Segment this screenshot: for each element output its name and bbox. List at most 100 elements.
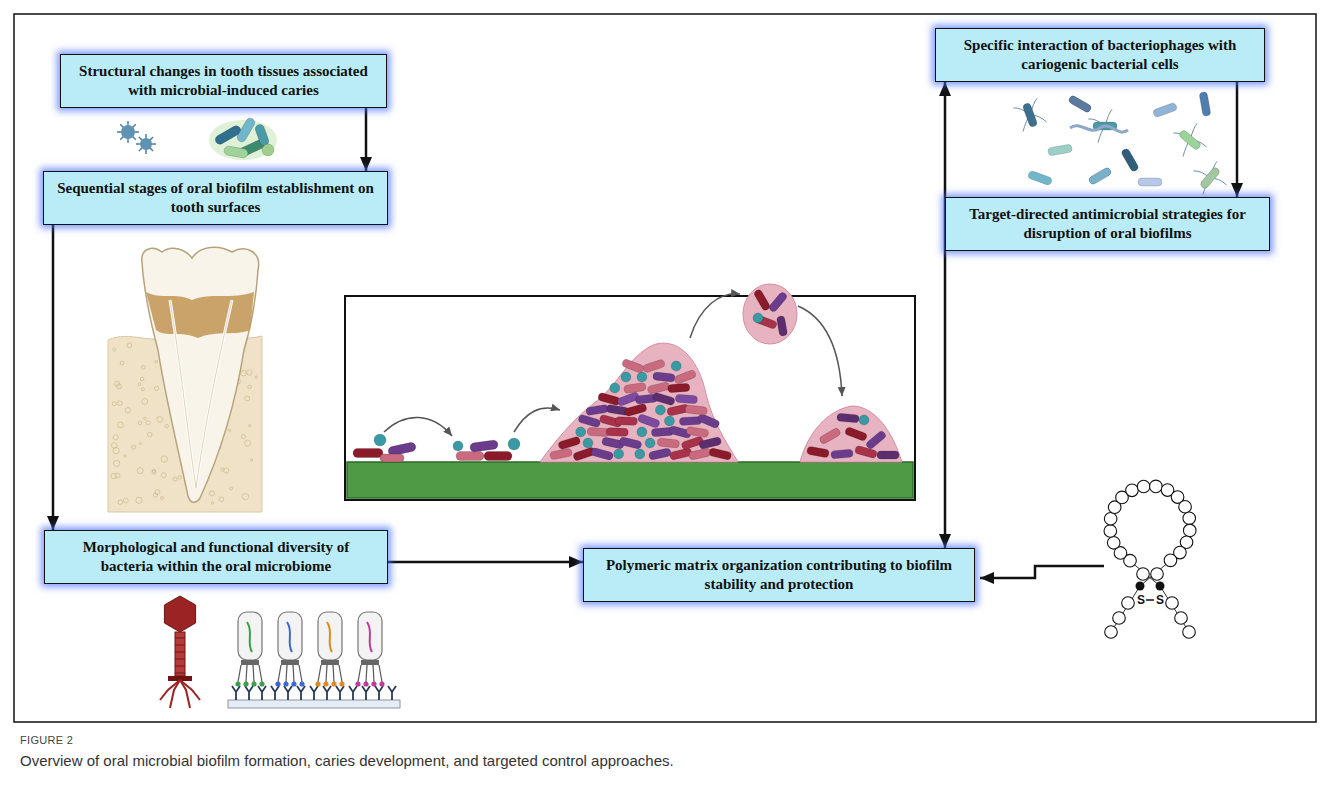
phage-receptor-binding bbox=[362, 686, 370, 700]
peptide-hairpin bbox=[1104, 525, 1117, 538]
bacterium-rod bbox=[647, 382, 670, 395]
bacterium-coccus bbox=[637, 427, 647, 437]
tooth-illustration bbox=[241, 370, 247, 376]
phage-receptor-binding bbox=[235, 681, 240, 686]
tooth-illustration bbox=[228, 429, 231, 432]
tooth-illustration bbox=[136, 497, 142, 503]
phage-receptor-binding bbox=[238, 612, 262, 660]
tooth-illustration bbox=[127, 343, 132, 348]
bacterium-coccus bbox=[637, 372, 647, 382]
bacterium-rod bbox=[624, 403, 647, 417]
flow-arrow bbox=[944, 82, 947, 548]
bacterium-rod bbox=[597, 392, 620, 406]
phage-receptor-binding bbox=[253, 665, 254, 682]
tooth-illustration bbox=[112, 402, 116, 406]
figure-number: FIGURE 2 bbox=[20, 734, 73, 746]
phage-receptor-binding bbox=[318, 665, 321, 682]
process-box: Sequential stages of oral biofilm establ… bbox=[43, 171, 388, 225]
virus-icons bbox=[117, 121, 156, 154]
phage-receptor-binding bbox=[246, 665, 247, 682]
bacterium-rod bbox=[1022, 102, 1038, 127]
tooth-illustration bbox=[178, 476, 182, 480]
phage-receptor-binding bbox=[331, 681, 336, 686]
tooth-illustration bbox=[142, 247, 259, 502]
process-box: Target-directed antimicrobial strategies… bbox=[945, 197, 1270, 251]
phage-receptor-binding bbox=[278, 665, 281, 682]
tooth-illustration bbox=[247, 370, 252, 375]
stage-arrow bbox=[798, 306, 842, 396]
tooth-illustration bbox=[157, 416, 163, 422]
bacteriophage-icon bbox=[175, 645, 185, 646]
bacterium-rod bbox=[1088, 167, 1113, 186]
cariogenic-bacteria bbox=[1013, 91, 1226, 194]
peptide-hairpin bbox=[1146, 599, 1154, 601]
tooth-illustration bbox=[117, 401, 122, 406]
peptide-hairpin bbox=[1164, 554, 1177, 567]
bacterium-rod bbox=[854, 445, 877, 458]
tooth-illustration bbox=[248, 425, 250, 427]
phage-receptor-binding bbox=[299, 665, 302, 682]
flow-arrow bbox=[52, 225, 55, 530]
tooth-illustration bbox=[147, 432, 152, 437]
peptide-hairpin bbox=[1107, 536, 1120, 549]
phage-receptor-binding bbox=[358, 665, 361, 682]
phage-receptor-binding bbox=[333, 665, 334, 682]
phage-receptor-binding bbox=[371, 681, 376, 686]
phage-receptor-binding bbox=[287, 622, 292, 652]
bacterium-rod bbox=[615, 417, 637, 426]
bacteriophage-icon bbox=[175, 659, 185, 660]
bacterium-rod bbox=[456, 452, 484, 461]
bacterium-coccus bbox=[508, 438, 520, 450]
bacterium-coccus bbox=[262, 144, 274, 156]
bacterium-rod bbox=[673, 369, 696, 385]
peptide-hairpin bbox=[1122, 597, 1135, 610]
bacterium-rod bbox=[1121, 148, 1140, 173]
bacterium-rod bbox=[591, 447, 614, 460]
phage-receptor-binding bbox=[258, 686, 266, 700]
tooth-illustration bbox=[211, 502, 213, 504]
phage-receptor-binding bbox=[326, 665, 327, 682]
peptide-hairpin bbox=[1104, 512, 1117, 525]
bacterium-rod bbox=[578, 414, 601, 428]
biofilm-panel bbox=[345, 284, 915, 500]
phage-receptor-binding bbox=[355, 681, 360, 686]
tooth-illustration bbox=[170, 300, 232, 488]
bacterium-rod bbox=[1178, 129, 1202, 151]
bacterium-coccus bbox=[664, 416, 674, 426]
bacteriophage-icon bbox=[175, 652, 185, 653]
phage-receptor-binding bbox=[275, 681, 280, 686]
peptide-hairpin bbox=[1150, 480, 1163, 493]
peptide-hairpin bbox=[1179, 500, 1192, 513]
stage-arrow bbox=[690, 294, 740, 338]
bacterium-rod bbox=[844, 426, 867, 441]
tooth-illustration bbox=[123, 498, 128, 503]
bacteriophage-icon bbox=[180, 680, 200, 700]
tooth-illustration bbox=[113, 435, 118, 440]
phage-receptor-binding bbox=[291, 681, 296, 686]
virus-icons bbox=[121, 125, 135, 139]
phage-receptor-binding bbox=[238, 665, 241, 682]
phage-receptor-binding bbox=[363, 681, 368, 686]
phage-receptor-binding bbox=[299, 681, 304, 686]
bacterium-rod bbox=[619, 437, 642, 450]
bacterium-rod bbox=[1152, 102, 1177, 118]
phage-receptor-binding bbox=[379, 665, 382, 682]
tooth-illustration bbox=[161, 473, 166, 478]
process-box: Polymeric matrix organization contributi… bbox=[583, 548, 975, 602]
bacterium-rod bbox=[675, 394, 698, 404]
bacterium-rod bbox=[1199, 91, 1211, 116]
phage-receptor-binding bbox=[251, 681, 256, 686]
tooth-illustration bbox=[152, 469, 155, 472]
bacterium-rod bbox=[223, 145, 248, 158]
peptide-hairpin bbox=[1126, 484, 1139, 497]
tooth-illustration bbox=[111, 443, 117, 449]
phage-receptor-binding bbox=[358, 612, 382, 660]
box-text: Target-directed antimicrobial strategies… bbox=[956, 205, 1259, 243]
tooth-illustration bbox=[140, 377, 144, 381]
flow-arrow bbox=[365, 108, 368, 171]
tooth-illustration bbox=[251, 459, 253, 461]
sulfur-atom-label: S bbox=[1137, 593, 1145, 607]
tooth-illustration bbox=[113, 460, 119, 466]
